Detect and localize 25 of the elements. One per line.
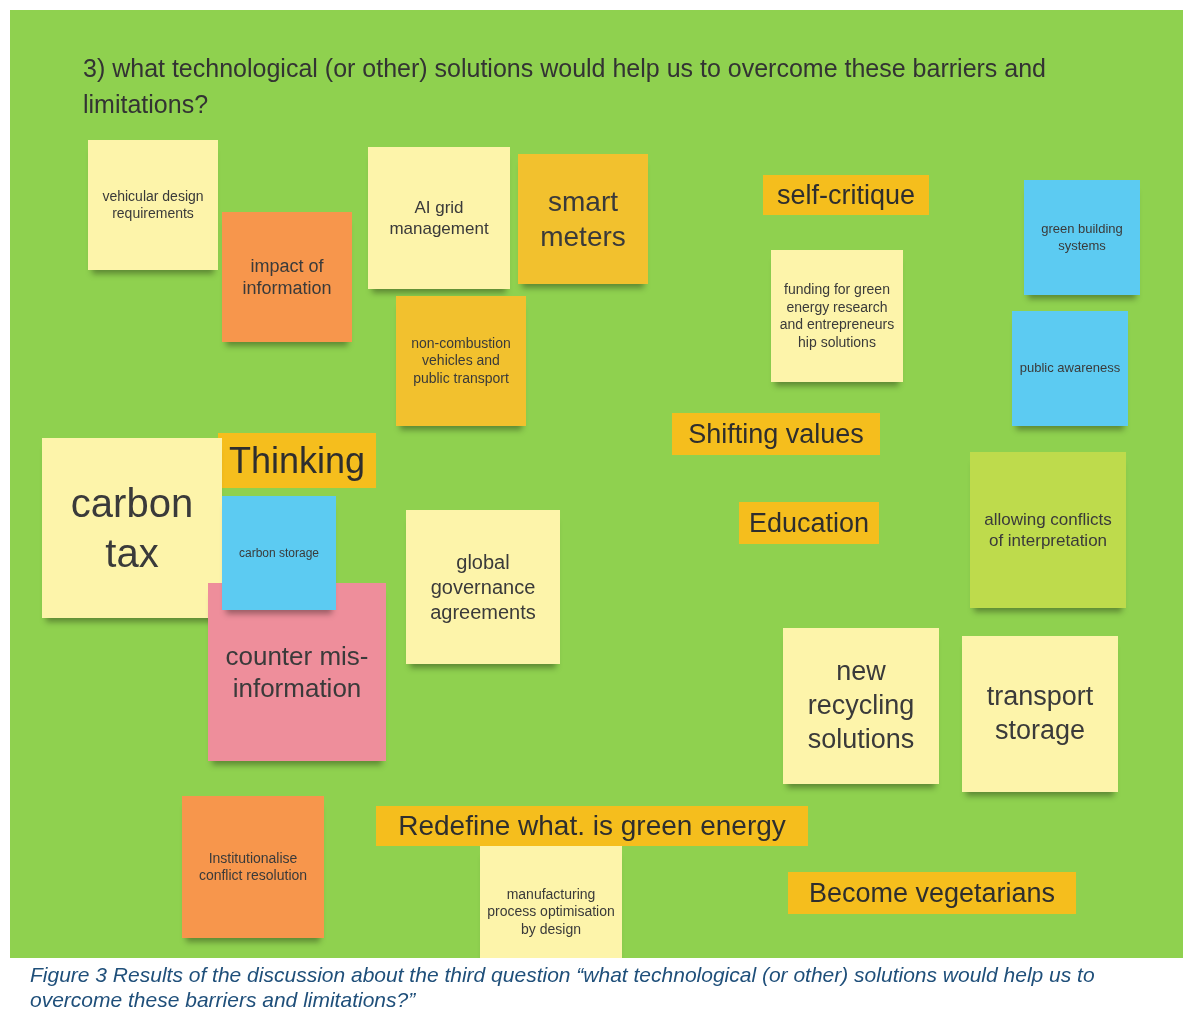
figure-caption: Figure 3 Results of the discussion about the third question “what technological (or other) solutions would help us to overcome these barriers and limitations?” [30,962,1096,1012]
highlighted-text: Shifting values [672,413,880,455]
board-heading: 3) what technological (or other) solutions would help us to overcome these barriers and limitations? [83,53,1047,120]
sticky-note: global governance agreements [406,510,560,664]
highlighted-text: Become vegetarians [788,872,1076,914]
sticky-note: transport storage [962,636,1118,792]
sticky-note: allowing conflicts of interpretation [970,452,1126,608]
sticky-note: carbon tax [42,438,222,618]
sticky-note: Institutionalise conflict resolution [182,796,324,938]
sticky-note: AI grid management [368,147,510,289]
highlighted-text: Redefine what. is green energy [376,806,808,846]
sticky-note: smart meters [518,154,648,284]
sticky-note: new recycling solutions [783,628,939,784]
sticky-note: vehicular design requirements [88,140,218,270]
sticky-note: public awareness [1012,311,1128,426]
highlighted-text: Thinking [218,433,376,488]
highlighted-text: Education [739,502,879,544]
sticky-note: carbon storage [222,496,336,610]
sticky-note: non-combustion vehicles and public transport [396,296,526,426]
sticky-note: counter mis-information [208,583,386,761]
sticky-note: impact of information [222,212,352,342]
sticky-note: manufacturing process optimisation by design [480,846,622,958]
highlighted-text: self-critique [763,175,929,215]
sticky-note: funding for green energy research and entrepreneurs hip solutions [771,250,903,382]
sticky-note: green building systems [1024,180,1140,295]
